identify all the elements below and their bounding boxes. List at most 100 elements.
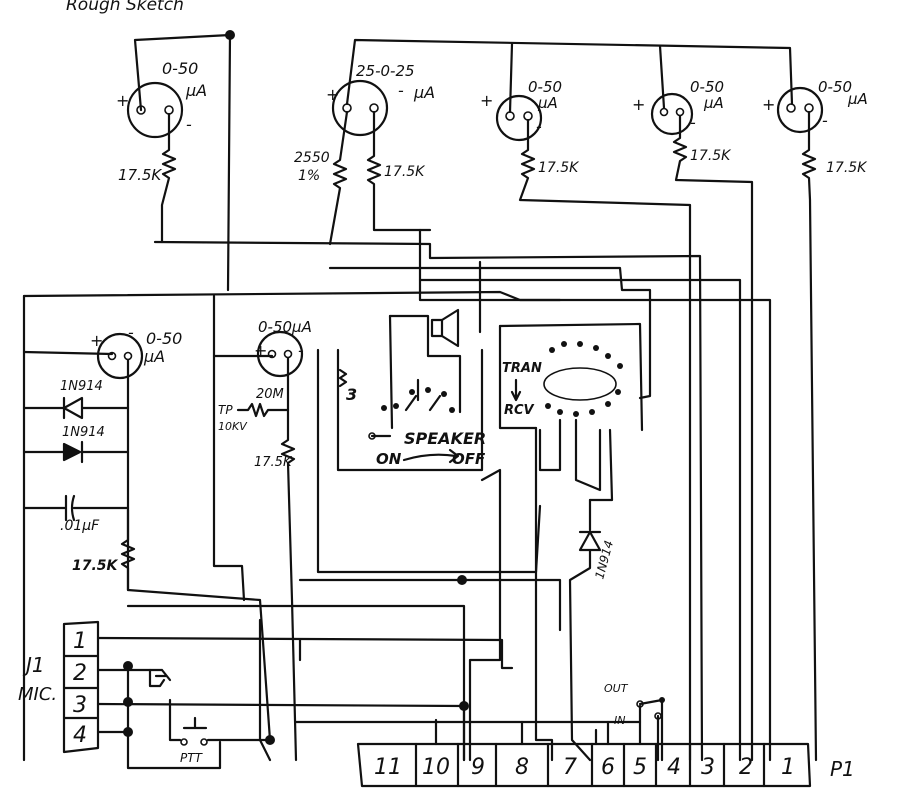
wire-lower-bus-2 — [298, 578, 562, 632]
wire-ptt — [168, 698, 272, 742]
meter-2-body — [331, 79, 389, 137]
meter-6-body — [96, 332, 144, 380]
meter-2-plus-terminal — [342, 103, 352, 113]
wire-m6-plus — [22, 350, 114, 356]
ptt-contact-1 — [180, 738, 188, 746]
wire-switch-frame-left — [498, 324, 538, 430]
diode-2-label: 1N914 — [62, 425, 105, 440]
resistor-r7-label: 17.5K — [254, 455, 293, 470]
diode-1-label: 1N914 — [60, 379, 103, 394]
sketch-caption: Rough Sketch — [66, 0, 184, 15]
p1-pin-4: 4 — [667, 755, 681, 780]
junction-j1-3 — [123, 727, 133, 737]
resistor-r8 — [236, 402, 290, 418]
speaker-contact-1 — [381, 405, 387, 411]
meter-1-minus: - — [186, 115, 192, 134]
resistor-r5-label: 17.5K — [826, 160, 868, 176]
p1-pin-11: 11 — [374, 755, 402, 780]
meter-1-plus: + — [116, 91, 129, 110]
out-label: OUT — [604, 682, 629, 695]
meter-4-minus-terminal — [675, 107, 685, 117]
diode-2-fill — [64, 444, 80, 460]
speaker-off-label: OFF — [452, 450, 486, 468]
in-label: IN — [614, 714, 625, 727]
p1-pin-6: 6 — [601, 755, 615, 780]
rotary-contact-10 — [589, 409, 595, 415]
rotary-contact-11 — [605, 401, 611, 407]
switch-count-label: 3 — [346, 385, 357, 404]
meter-2-minus-terminal — [369, 103, 379, 113]
meter-4: + - 0-50 μA — [632, 78, 724, 136]
speaker-contact-5 — [441, 391, 447, 397]
p1-dividers — [414, 742, 766, 788]
wire-bus-2 — [328, 266, 652, 400]
meter-2: + - 25-0-25 μA — [326, 62, 435, 137]
meter-4-plus-terminal — [659, 107, 669, 117]
capacitor — [22, 494, 130, 522]
meter-4-minus: - — [690, 113, 696, 132]
wire-plus-bus — [345, 38, 794, 106]
meter-7-body — [256, 330, 304, 378]
wire-speaker-top — [388, 314, 462, 414]
wire-m3-plus — [508, 42, 514, 114]
meter-3-minus-terminal — [523, 111, 533, 121]
wire-switch-drop — [534, 426, 554, 762]
meter-7: + - 0-50μA — [254, 318, 312, 378]
meter-3-plus: + — [480, 91, 493, 110]
rotary-contact-6 — [617, 363, 623, 369]
wire-bus-1 — [153, 240, 704, 762]
wire-bus-4 — [418, 228, 772, 762]
wire-speaker-frame-left — [316, 348, 542, 574]
rotary-contact-3 — [577, 341, 583, 347]
testpoint-volt: 10KV — [218, 420, 248, 433]
testpoint-label: TP — [218, 403, 233, 417]
resistor-r8-label: 20M — [256, 387, 284, 402]
meter-2-unit: μA — [413, 83, 435, 102]
meter-6-plus: + — [90, 331, 103, 350]
wire-m4-plus — [658, 44, 666, 110]
meter-6-unit: μA — [143, 347, 165, 366]
resistor-r1-label: 17.5K — [118, 166, 162, 184]
p1-pin-3: 3 — [701, 755, 715, 780]
rotary-contact-12 — [615, 389, 621, 395]
wire-j1-pin3 — [96, 702, 466, 762]
meter-7-minus: - — [298, 341, 304, 360]
ground-icon — [148, 668, 172, 682]
wire-switch-frame-top — [498, 322, 644, 432]
meter-7-range: 0-50μA — [258, 318, 312, 336]
rotary-contact-4 — [593, 345, 599, 351]
meter-3: + - 0-50 μA — [480, 78, 562, 142]
rotary-contact-7 — [545, 403, 551, 409]
rcv-label: RCV — [504, 403, 535, 418]
meter-3-body — [495, 94, 543, 142]
speaker-contact-4 — [425, 387, 431, 393]
meter-1-body — [126, 81, 184, 139]
meter-1-unit: μA — [185, 81, 207, 100]
speaker-on-label: ON — [376, 450, 402, 468]
rotary-contact-9 — [573, 411, 579, 417]
meter-1-range: 0-50 — [162, 59, 198, 78]
wire-meter1-plus — [133, 33, 232, 292]
p1-pin-10: 10 — [422, 755, 450, 780]
resistor-r2a-tol: 1% — [298, 168, 320, 184]
p1-name: P1 — [830, 757, 855, 781]
j1-connector: 1 2 3 4 J1 MIC. — [18, 620, 100, 754]
p1-connector: 11 10 9 8 7 6 5 4 3 2 1 P1 — [356, 742, 855, 788]
meter-3-range: 0-50 — [528, 78, 562, 96]
wire-switch-lower — [538, 418, 614, 502]
resistor-r2a — [328, 110, 349, 246]
wire-m6-minus — [126, 358, 272, 742]
speaker-contact-7 — [368, 432, 376, 440]
rotary-contact-2 — [561, 341, 567, 347]
p1-pin-9: 9 — [471, 755, 485, 780]
meter-4-unit: μA — [703, 94, 724, 112]
capacitor-label: .01μF — [60, 518, 100, 534]
p1-pin-7: 7 — [563, 755, 577, 780]
speaker-contact-2 — [393, 403, 399, 409]
resistor-r3-label: 17.5K — [538, 160, 580, 176]
meter-3-unit: μA — [537, 94, 558, 112]
junction-j1-2 — [123, 697, 133, 707]
resistor-r5 — [801, 110, 818, 762]
meter-4-range: 0-50 — [690, 78, 724, 96]
meter-6-minus-terminal — [123, 351, 133, 361]
